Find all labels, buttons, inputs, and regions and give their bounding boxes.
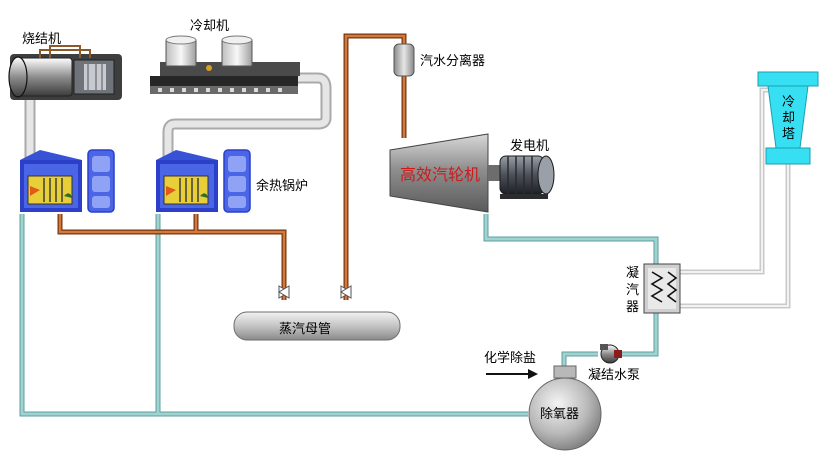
condenser [643,263,681,314]
label-condenser-3: 器 [626,300,639,315]
sinter-machine [8,45,122,100]
label-cooling-tower-2: 却 [782,111,795,126]
steam-valve-left [278,285,290,299]
label-cooling-tower-3: 塔 [782,127,795,142]
cooler-machine [150,35,300,94]
label-cooler: 冷却机 [190,19,229,34]
label-condenser-1: 凝 [626,265,639,281]
generator [499,155,555,199]
cooling-tower [757,71,819,165]
steam-header [233,311,401,341]
label-condensate-pump: 凝结水泵 [588,367,640,383]
label-deaerator: 除氧器 [540,407,579,422]
waste-heat-boiler-2 [156,149,251,213]
label-generator: 发电机 [510,138,549,154]
deaerator [528,365,602,451]
waste-heat-boiler-1 [20,149,115,213]
label-cooling-tower-1: 冷 [782,95,795,110]
steam-water-separator [393,43,415,77]
label-turbine: 高效汽轮机 [400,165,480,184]
boiler-steam-pipe [57,214,287,300]
condensate-pump [600,344,622,364]
label-sinter-machine: 烧结机 [22,32,61,47]
cooling-water-out [680,87,768,275]
steam-valve-right [340,285,352,299]
chem-desalination-arrow [486,369,538,379]
label-condenser-2: 汽 [626,283,639,298]
high-efficiency-turbine [389,133,500,213]
label-chem-desalination: 化学除盐 [484,350,536,366]
label-steam-header: 蒸汽母管 [279,322,331,337]
condensate-pipe-1 [618,313,659,357]
label-waste-heat-boiler: 余热锅炉 [256,178,308,194]
label-steam-separator: 汽水分离器 [420,53,485,69]
water-pipes [19,87,800,417]
